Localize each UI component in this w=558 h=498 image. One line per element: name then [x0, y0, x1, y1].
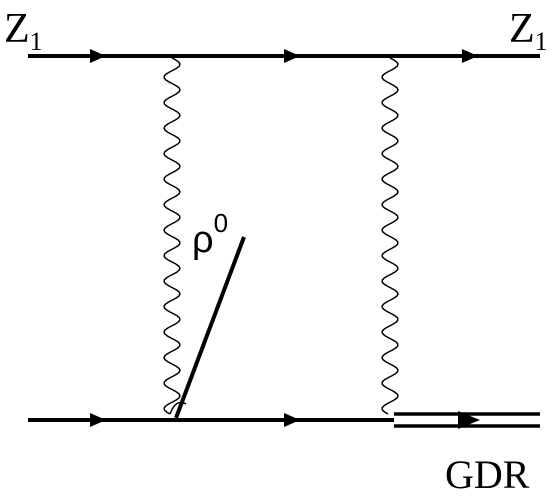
photon-right-wavy-line [381, 57, 399, 415]
label-gdr: GDR [445, 452, 530, 497]
top-arrow-1 [90, 49, 106, 63]
rho-meson-line [174, 236, 246, 419]
gdr-arrow [458, 411, 480, 429]
bottom-arrow-1 [90, 413, 106, 427]
top-arrow-3 [462, 49, 478, 63]
label-z1-top-right: Z1 [509, 6, 548, 56]
top-arrow-2 [284, 49, 300, 63]
vertex-arc [169, 401, 187, 415]
bottom-arrow-2 [284, 413, 300, 427]
label-rho0: ρ0 [192, 208, 228, 261]
gdr-double-line [394, 411, 540, 429]
photon-left-wavy-line [163, 57, 181, 415]
label-z1-top-left: Z1 [4, 6, 43, 56]
